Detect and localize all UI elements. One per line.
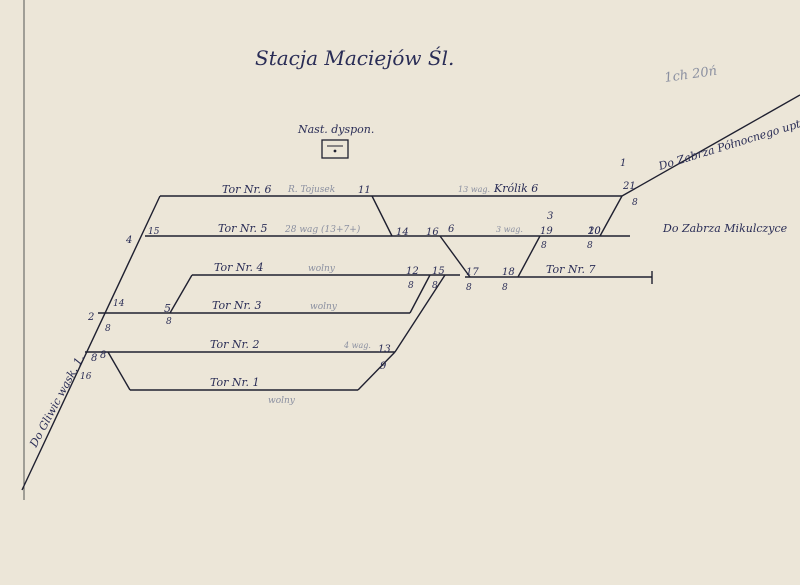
track-2-label: Tor Nr. 2 <box>210 338 260 351</box>
switch-number: 6 <box>448 224 455 235</box>
connector-5-6 <box>599 195 623 237</box>
switch-number: 8 <box>632 198 638 208</box>
switch-number: 19 <box>540 226 553 237</box>
track-5-note: 28 wag (13+7+) <box>284 224 361 235</box>
track-5-label: Tor Nr. 5 <box>218 222 268 235</box>
connector-2-4 <box>394 274 446 353</box>
direction-zabrze-north: Do Zabrza Północnego upt. <box>656 116 800 173</box>
track-6-note: R. Tojusek <box>287 185 335 195</box>
line-zabrze-north <box>621 94 800 197</box>
connector-7-5 <box>517 235 541 278</box>
switch-number: 21 <box>622 181 636 192</box>
switch-number: 3 <box>547 211 553 222</box>
switch-number: 8 <box>408 281 414 291</box>
track-6-label: Tor Nr. 6 <box>222 183 272 196</box>
switch-number: 20 <box>587 226 601 237</box>
track-6-note2: 13 wag. <box>458 185 490 194</box>
track-5-note2: 3 wag. <box>496 225 523 234</box>
switch-number: 8 <box>105 324 111 334</box>
connector-3-4 <box>409 274 431 314</box>
diagram-title: Stacja Maciejów Śl. <box>255 46 454 70</box>
track-4-left-connector <box>169 274 193 314</box>
switch-number: 8 <box>541 241 547 251</box>
track-1-note: wolny <box>268 396 296 406</box>
switch-number: 8 <box>166 317 172 327</box>
switch-number: 14 <box>396 227 409 238</box>
switch-number: 9 <box>380 361 387 372</box>
connector-1-2 <box>357 351 396 391</box>
connector-6-5 <box>371 195 393 237</box>
switch-number: 1 <box>620 158 626 169</box>
switch-numbers: 1 2 3 4 5 6 8 8 9 10 11 12 13 14 14 15 1… <box>80 158 638 382</box>
dispatcher-box-dot <box>333 149 337 153</box>
line-gliwice-main <box>21 195 161 491</box>
switch-number: 15 <box>148 227 160 237</box>
switch-number: 8 <box>432 281 438 291</box>
switch-number: 8 <box>466 283 472 293</box>
switch-number: 15 <box>432 266 445 277</box>
krolik-label: Królik 6 <box>493 182 538 195</box>
pencil-note: 1ch 20ń <box>663 64 718 86</box>
switch-number: 12 <box>406 266 419 277</box>
track-3-note: wolny <box>310 302 338 312</box>
switch-number: 8 <box>91 353 97 364</box>
track-1-left-connector <box>107 351 131 391</box>
track-4-label: Tor Nr. 4 <box>214 261 264 274</box>
switch-number: 11 <box>358 185 371 196</box>
track-4-note: wolny <box>308 264 336 274</box>
switch-number: 10 <box>588 226 601 237</box>
switch-number: 8 <box>100 350 106 361</box>
track-1-label: Tor Nr. 1 <box>210 376 260 389</box>
switch-number: 18 <box>502 267 515 278</box>
direction-gliwice: Do Gliwic wąsk. 1. <box>27 352 87 450</box>
dispatcher-box <box>321 139 349 159</box>
switch-number: 13 <box>378 344 391 355</box>
switch-number: 4 <box>125 235 132 246</box>
switch-number: 16 <box>426 227 439 238</box>
connector-5-7 <box>439 235 471 278</box>
switch-number: 2 <box>87 312 94 323</box>
switch-number: 5 <box>164 302 171 315</box>
switch-number: 8 <box>587 241 593 251</box>
switch-number: 16 <box>80 372 92 382</box>
direction-zabrze-mikulczyce: Do Zabrza Mikulczyce <box>662 222 788 235</box>
track-7-label: Tor Nr. 7 <box>546 263 596 276</box>
track-3-label: Tor Nr. 3 <box>212 299 262 312</box>
track-2-note: 4 wag. <box>343 341 371 350</box>
switch-number: 17 <box>466 267 479 278</box>
switch-number: 14 <box>113 299 125 309</box>
dispatcher-label: Nast. dyspon. <box>297 123 374 136</box>
switch-number: 8 <box>502 283 508 293</box>
